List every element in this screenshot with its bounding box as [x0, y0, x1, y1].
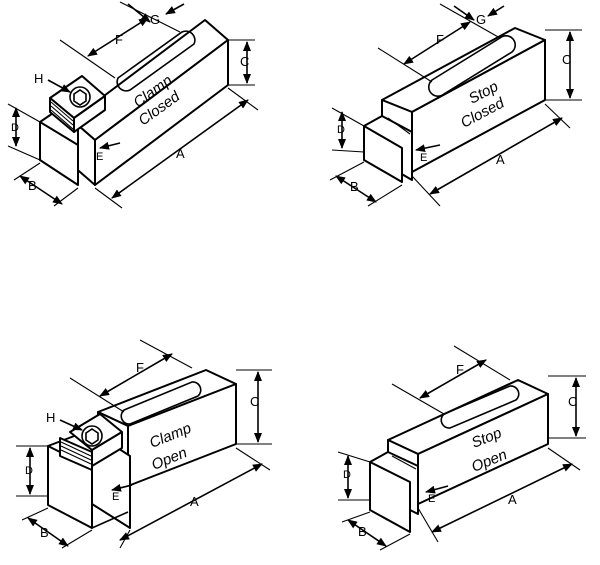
dim-F-line	[419, 359, 487, 399]
dim-H-leader	[47, 79, 71, 93]
dim-A-line	[119, 463, 263, 541]
clamp-serrations	[59, 437, 93, 471]
label-A: A	[176, 146, 185, 161]
slot	[428, 35, 516, 97]
base-front	[363, 125, 403, 183]
label-C: C	[568, 394, 577, 409]
figure-stop-closed: Stop Closed A B C D E F G	[329, 3, 582, 207]
label-D: D	[25, 465, 33, 477]
dim-H-leader	[59, 419, 83, 431]
slot	[116, 30, 196, 92]
base-front	[39, 121, 79, 186]
base-front	[369, 461, 411, 533]
dim-A-line	[111, 99, 249, 199]
dim-E-line	[111, 483, 133, 492]
figure-stop-open: Stop Open A B C D E F	[337, 345, 586, 551]
label-H: H	[34, 71, 43, 86]
label-F: F	[136, 360, 144, 375]
dim-E-line	[99, 141, 121, 150]
label-A: A	[190, 494, 199, 509]
dim-B-line	[19, 175, 63, 205]
label-D: D	[11, 122, 19, 134]
dim-B-line	[27, 517, 69, 547]
figure-clamp-open: Clamp Open A B C D E F H	[16, 339, 272, 549]
label-B: B	[358, 524, 367, 539]
label-E: E	[428, 493, 435, 505]
slot	[120, 381, 202, 425]
label-E: E	[112, 491, 119, 503]
dim-B-line	[347, 519, 387, 547]
dim-A-line	[431, 463, 573, 533]
label-F: F	[436, 32, 444, 47]
label-B: B	[40, 525, 49, 540]
dim-E-line	[415, 144, 441, 153]
label-C: C	[250, 394, 259, 409]
label-E: E	[96, 151, 103, 163]
label-D: D	[337, 124, 345, 136]
dim-F-line	[87, 17, 149, 57]
dim-F-line	[403, 21, 471, 65]
label-E: E	[420, 152, 427, 164]
label-A: A	[508, 492, 517, 507]
hex-screw-icon	[69, 86, 91, 108]
dim-G-line	[127, 3, 151, 23]
figure-clamp-closed: Clamp Closed A B C D E F G H	[7, 1, 259, 209]
dim-F-line	[99, 353, 173, 397]
label-B: B	[28, 178, 37, 193]
hex-screw-icon	[81, 425, 103, 447]
label-A: A	[496, 152, 505, 167]
label-G: G	[476, 12, 486, 27]
dim-B-line	[335, 175, 377, 203]
label-B: B	[350, 179, 359, 194]
label-G: G	[150, 12, 160, 27]
label-H: H	[46, 410, 55, 425]
label-D: D	[343, 469, 351, 481]
label-C: C	[240, 54, 249, 69]
dim-A-line	[429, 117, 563, 195]
label-F: F	[115, 32, 123, 47]
dim-E-line	[425, 485, 449, 494]
label-C: C	[562, 52, 571, 67]
dim-G-line	[453, 5, 475, 21]
slot	[440, 385, 520, 429]
label-F: F	[456, 362, 464, 377]
